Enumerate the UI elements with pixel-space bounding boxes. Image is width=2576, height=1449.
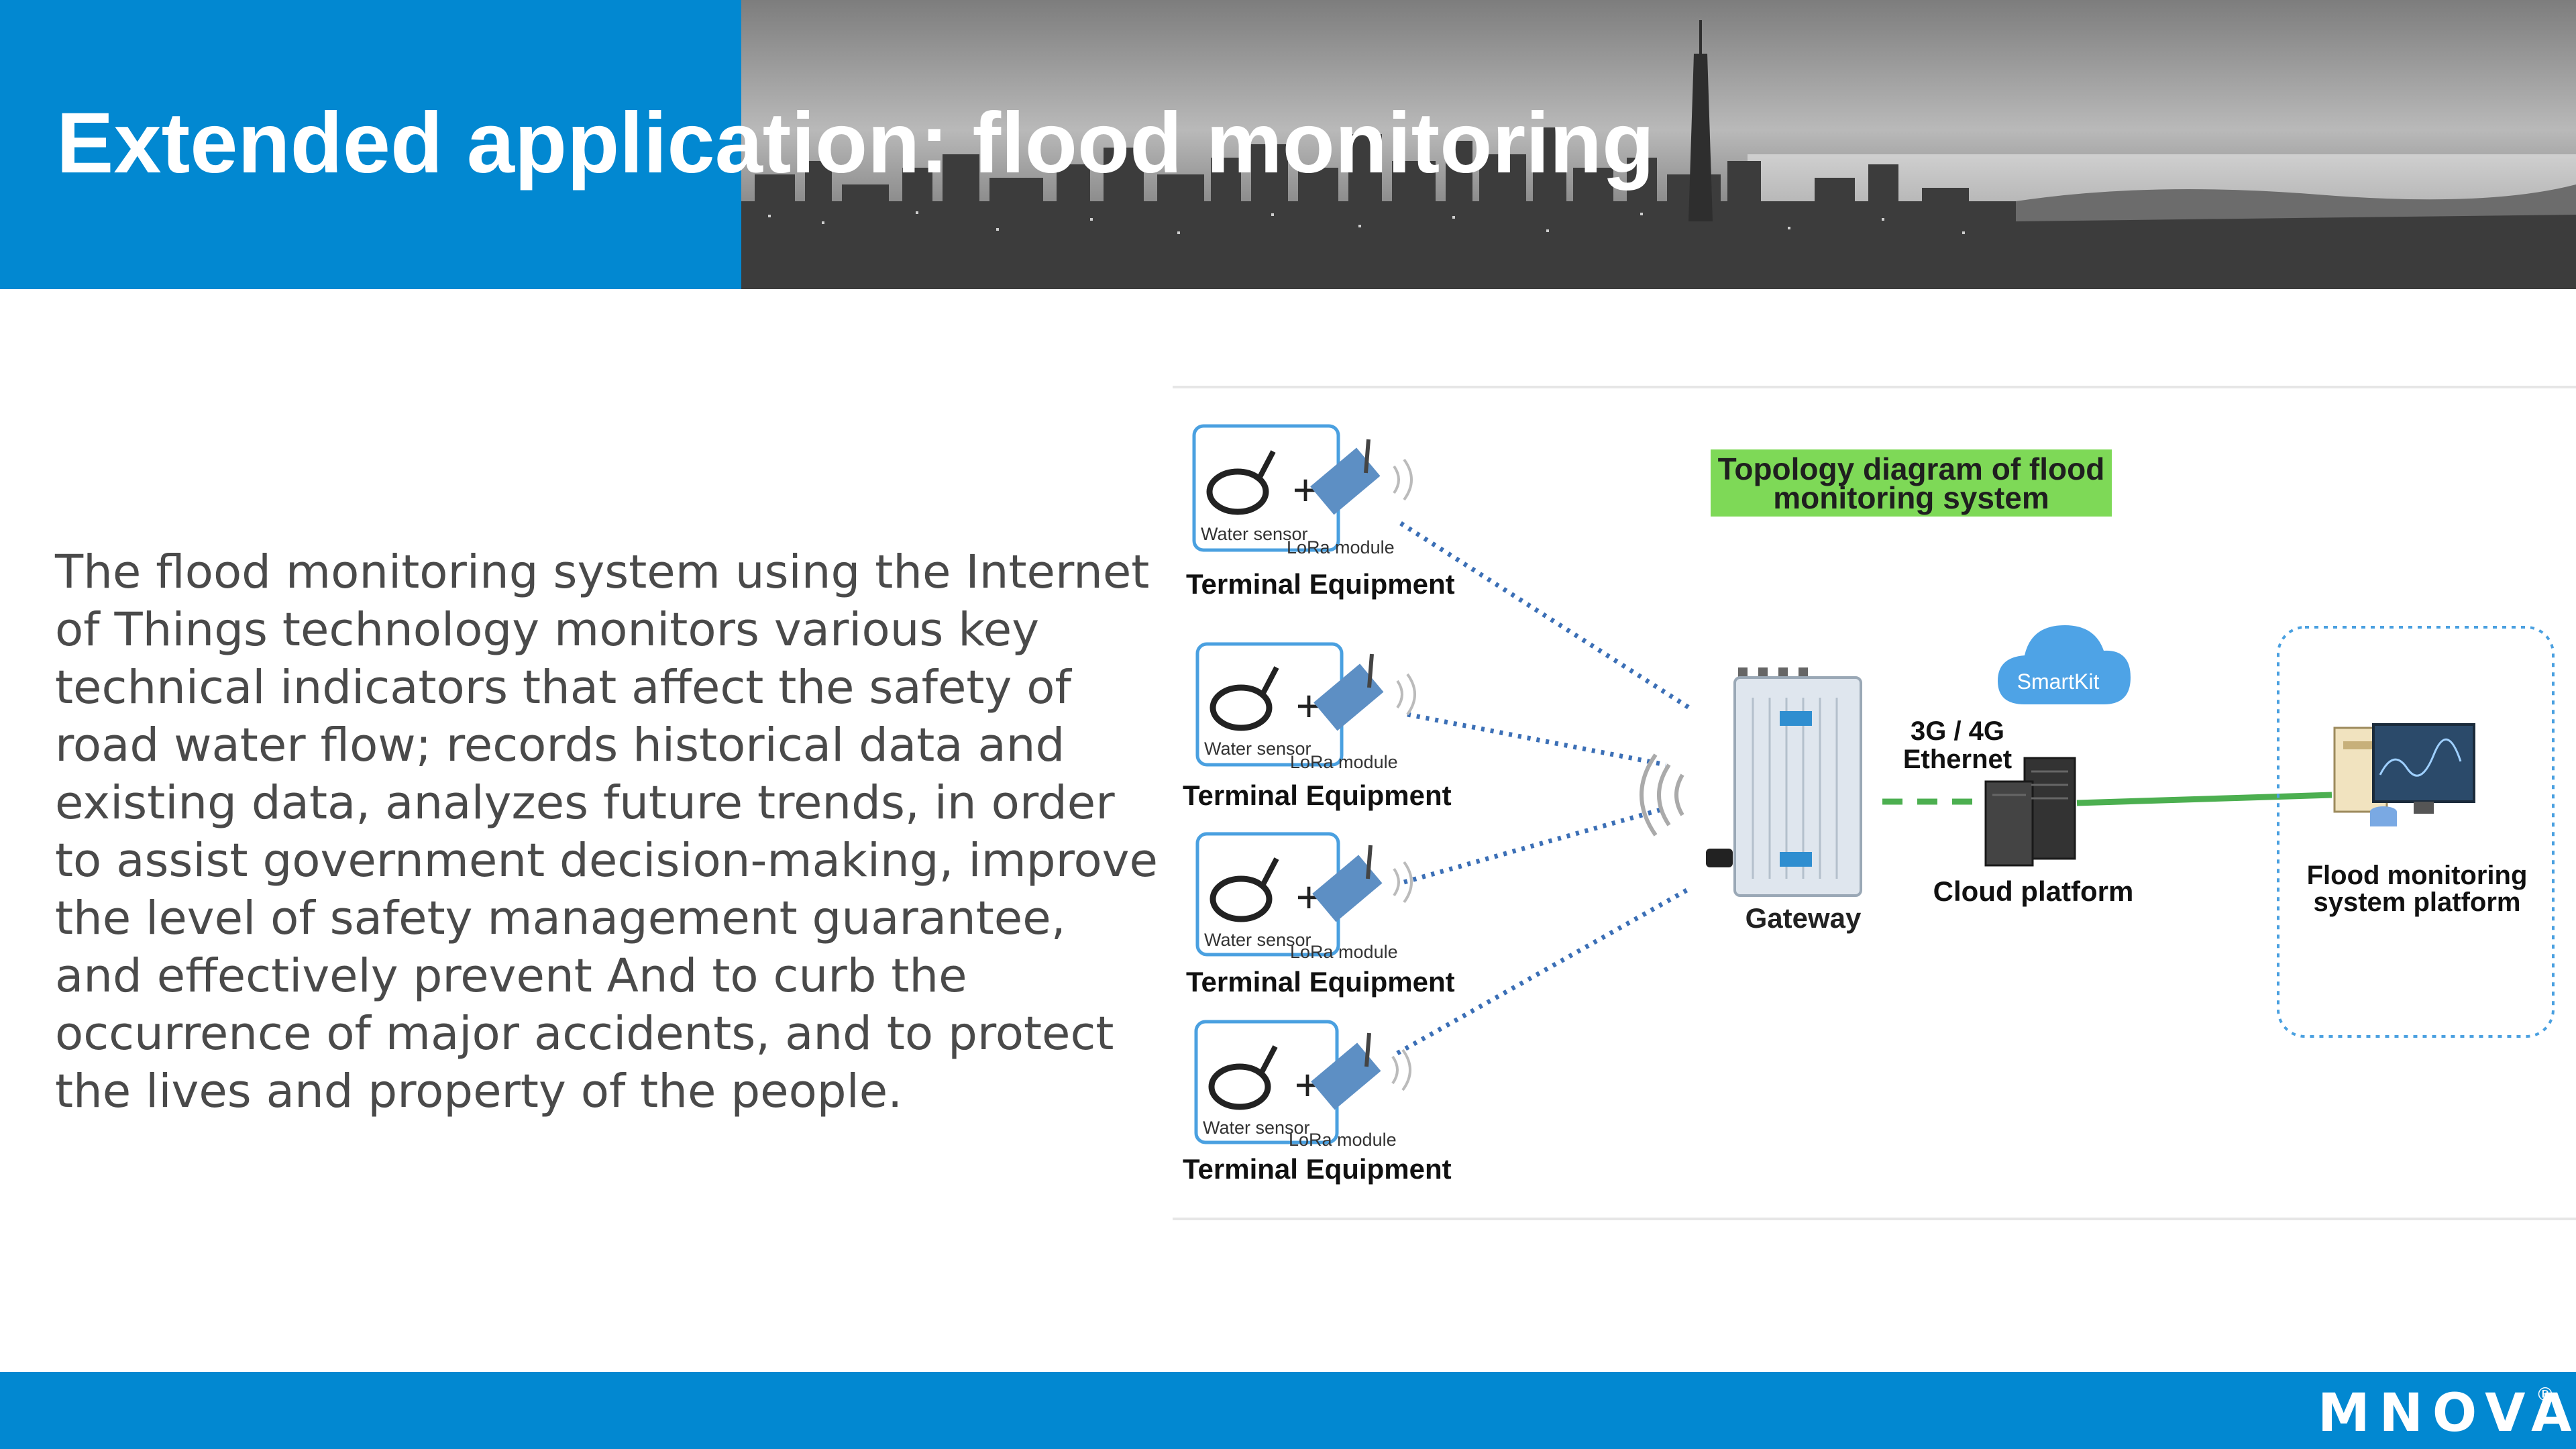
terminal-equipment-4: + Water sensor LoRa module Terminal Equi… — [1183, 1020, 1452, 1185]
water-sensor-icon — [1206, 468, 1269, 515]
cloud-platform-label: Cloud platform — [1933, 875, 2134, 907]
brand-logo: MNOVA — [2318, 1383, 2576, 1444]
terminal-label: Terminal Equipment — [1186, 568, 1455, 600]
terminal-label: Terminal Equipment — [1183, 1153, 1452, 1185]
footer-bar — [0, 1372, 2576, 1449]
platform-label-2: system platform — [2314, 888, 2521, 917]
wireless-signal-icon — [1640, 753, 1684, 837]
cloud-icon — [1998, 625, 2131, 704]
topology-diagram: Topology diagram of flood monitoring sys… — [1173, 386, 2576, 1220]
registered-mark: ® — [2536, 1383, 2555, 1405]
link-label-2: Ethernet — [1903, 745, 2012, 774]
terminal-label: Terminal Equipment — [1183, 780, 1452, 811]
platform-link — [2076, 792, 2332, 806]
sensor-label: Water sensor — [1204, 930, 1311, 950]
header-banner: Extended application: flood monitoring — [0, 0, 2576, 289]
water-sensor-icon — [1210, 875, 1273, 922]
lora-module-icon — [1313, 663, 1384, 731]
lora-links — [1396, 521, 1690, 1056]
sensor-label: Water sensor — [1203, 1118, 1310, 1138]
gateway-device: Gateway — [1640, 667, 1862, 934]
flood-monitoring-platform: Flood monitoring system platform — [2277, 626, 2555, 1038]
terminal-equipment-1: + Water sensor LoRa module Terminal Equi… — [1186, 424, 1455, 600]
description-paragraph: The flood monitoring system using the In… — [55, 545, 1158, 1118]
module-label: LoRa module — [1290, 752, 1398, 772]
module-label: LoRa module — [1290, 942, 1398, 962]
header-blue-panel — [0, 0, 741, 289]
city-skyline-image — [741, 0, 2576, 289]
link-label-1: 3G / 4G — [1911, 716, 2004, 746]
module-label: LoRa module — [1289, 1130, 1397, 1150]
banner-line-1: Topology diagram of flood — [1718, 451, 2105, 486]
terminal-label: Terminal Equipment — [1186, 966, 1455, 998]
sensor-label: Water sensor — [1201, 524, 1308, 544]
cloud-platform: SmartKit Cloud platform — [1933, 625, 2134, 907]
lora-module-icon — [1310, 447, 1381, 515]
platform-label-1: Flood monitoring — [2307, 861, 2528, 890]
terminal-equipment-2: + Water sensor LoRa module Terminal Equi… — [1183, 642, 1452, 811]
slide-title: Extended application: flood monitoring — [56, 95, 1655, 191]
gateway-label: Gateway — [1746, 902, 1862, 934]
banner-line-2: monitoring system — [1773, 480, 2049, 515]
diagram-title-banner: Topology diagram of flood monitoring sys… — [1711, 449, 2112, 517]
terminal-equipment-3: + Water sensor LoRa module Terminal Equi… — [1186, 832, 1455, 998]
cloud-brand-label: SmartKit — [2017, 669, 2100, 694]
water-sensor-icon — [1208, 1063, 1271, 1110]
sensor-label: Water sensor — [1204, 739, 1311, 759]
water-sensor-icon — [1210, 684, 1273, 731]
lora-module-icon — [1311, 1042, 1381, 1110]
lora-module-icon — [1312, 855, 1383, 922]
module-label: LoRa module — [1287, 537, 1395, 557]
